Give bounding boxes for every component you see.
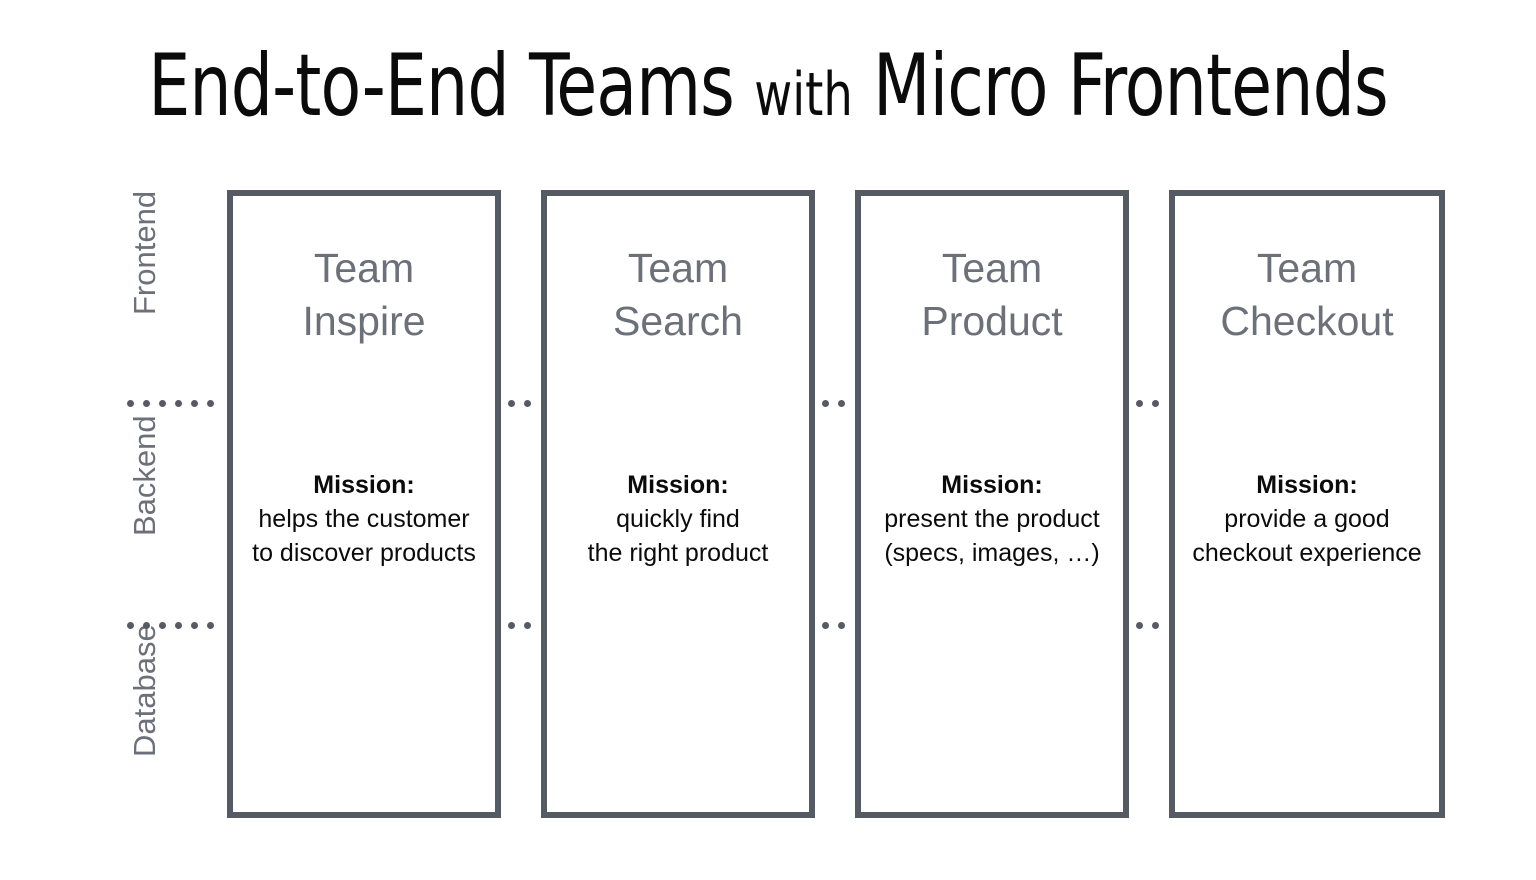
team-name-line1: Team [941, 245, 1043, 291]
mission-inspire: Mission: helps the customer to discover … [233, 468, 495, 570]
mission-label: Mission: [627, 471, 729, 499]
divider-dot [127, 400, 134, 407]
team-name-search: Team Search [547, 242, 809, 348]
title-part-2: Micro Frontends [852, 36, 1389, 136]
divider-dot [1152, 400, 1159, 407]
team-name-product: Team Product [861, 242, 1123, 348]
divider-dot [822, 400, 829, 407]
divider-dot [207, 622, 214, 629]
mission-line-2: to discover products [252, 539, 476, 567]
mission-line-2: the right product [587, 539, 769, 567]
axis-label-frontend: Frontend [123, 191, 167, 315]
divider-dot [175, 400, 182, 407]
team-name-line1: Team [627, 245, 729, 291]
axis-label-backend: Backend [123, 415, 167, 536]
axis-label-database: Database [123, 624, 167, 757]
team-name-line1: Team [1256, 245, 1358, 291]
team-name-line1: Team [313, 245, 415, 291]
mission-checkout: Mission: provide a good checkout experie… [1175, 468, 1439, 570]
divider-dot [1136, 400, 1143, 407]
divider-dot [508, 400, 515, 407]
team-name-line2: Inspire [302, 298, 426, 344]
mission-line-1: quickly find [616, 505, 740, 533]
team-name-line2: Product [921, 298, 1063, 344]
axis-label-database-text: Database [127, 624, 162, 757]
divider-dot [508, 622, 515, 629]
team-name-checkout: Team Checkout [1175, 242, 1439, 348]
divider-dot [524, 622, 531, 629]
divider-dot [207, 400, 214, 407]
divider-dot [838, 400, 845, 407]
team-name-line2: Search [613, 298, 743, 344]
mission-product: Mission: present the product (specs, ima… [861, 468, 1123, 570]
divider-dot [191, 622, 198, 629]
divider-dot [175, 622, 182, 629]
mission-line-1: helps the customer [258, 505, 470, 533]
divider-dot [838, 622, 845, 629]
team-box-search[interactable]: Team Search Mission: quickly find the ri… [541, 190, 815, 818]
divider-dot [159, 400, 166, 407]
team-box-inspire[interactable]: Team Inspire Mission: helps the customer… [227, 190, 501, 818]
page-title: End-to-End Teams with Micro Frontends [108, 36, 1429, 145]
divider-dot [191, 400, 198, 407]
mission-label: Mission: [1256, 471, 1358, 499]
divider-dot [524, 400, 531, 407]
axis-label-backend-text: Backend [127, 415, 162, 536]
team-box-product[interactable]: Team Product Mission: present the produc… [855, 190, 1129, 818]
axis-label-frontend-text: Frontend [127, 190, 162, 315]
mission-label: Mission: [313, 471, 415, 499]
mission-search: Mission: quickly find the right product [547, 468, 809, 570]
mission-line-1: provide a good [1224, 505, 1390, 533]
mission-line-2: checkout experience [1192, 539, 1422, 567]
divider-dot [1136, 622, 1143, 629]
divider-dot [143, 400, 150, 407]
team-name-line2: Checkout [1220, 298, 1394, 344]
title-part-1: End-to-End Teams [148, 36, 755, 136]
mission-line-2: (specs, images, …) [884, 539, 1100, 567]
divider-dot [822, 622, 829, 629]
divider-dot [1152, 622, 1159, 629]
mission-label: Mission: [941, 471, 1043, 499]
team-name-inspire: Team Inspire [233, 242, 495, 348]
mission-line-1: present the product [884, 505, 1100, 533]
title-part-with: with [754, 60, 853, 130]
team-box-checkout[interactable]: Team Checkout Mission: provide a good ch… [1169, 190, 1445, 818]
